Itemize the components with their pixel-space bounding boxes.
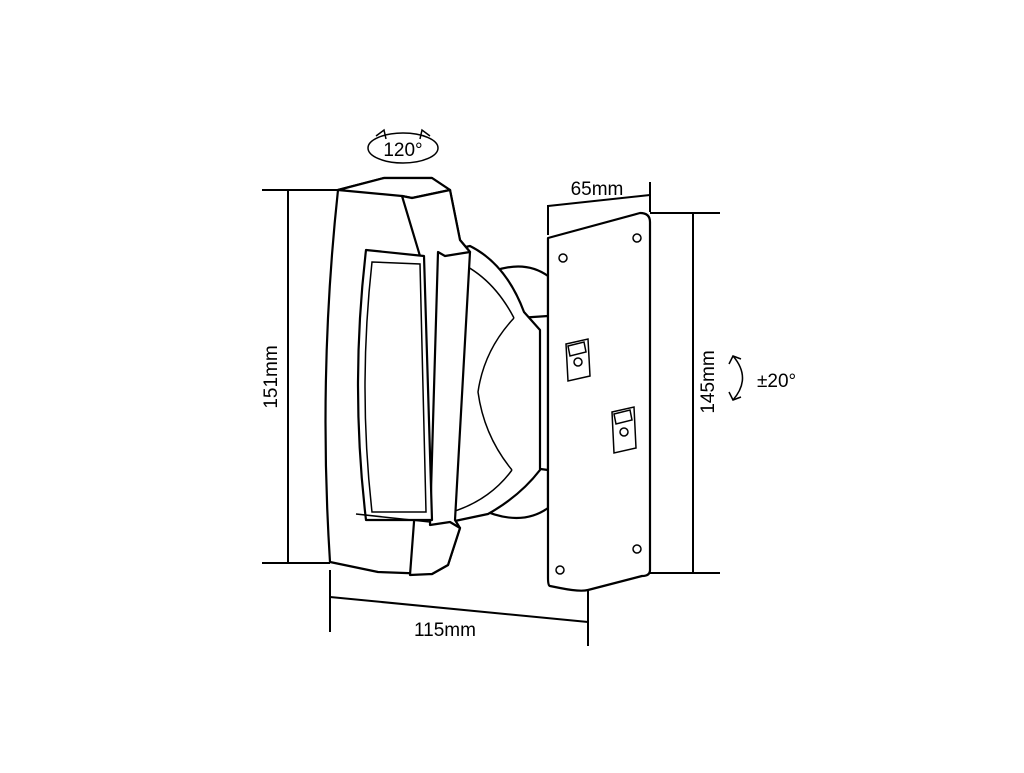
rotation-arrow-right-icon [419, 128, 431, 140]
tilt-arrow-down-icon [728, 391, 742, 401]
plate-height-label: 145mm [698, 350, 719, 413]
housing-window [356, 248, 434, 522]
tilt-angle-label: ±20° [757, 371, 796, 392]
bracket-arm-edge [477, 317, 515, 471]
plate-screw-hole [632, 233, 642, 243]
bracket-illustration [324, 176, 652, 592]
housing-window-inner [364, 261, 427, 513]
rotation-indicator: 120° [367, 128, 439, 164]
bracket-arm-edge [451, 469, 513, 513]
overall-height-label: 151mm [261, 345, 282, 408]
plate-screw-hole [558, 253, 568, 263]
wall-plate [546, 211, 652, 592]
overall-depth-label: 115mm [414, 620, 476, 641]
rotation-ellipse-icon [367, 132, 439, 164]
dim-line [329, 596, 589, 623]
dimension-overall-depth: 115mm [329, 570, 589, 646]
tilt-indicator: ±20° [728, 355, 796, 401]
plate-keyhole-lower [611, 406, 637, 454]
dimension-overall-height: 151mm [261, 189, 340, 564]
plate-width-label: 65mm [571, 179, 624, 200]
plate-screw-hole [555, 565, 565, 575]
dim-line [547, 194, 651, 207]
plate-keyhole-upper [565, 338, 591, 382]
rotation-arrow-left-icon [375, 128, 387, 140]
plate-screw-hole [632, 544, 642, 554]
dimension-plate-height: 145mm [650, 212, 720, 574]
housing-bottom-lip [355, 513, 431, 523]
tilt-arrow-up-icon [728, 355, 742, 365]
dimension-plate-width: 65mm [547, 179, 651, 235]
rotation-angle-label: 120° [383, 140, 422, 161]
tilt-arc-icon [732, 355, 744, 401]
